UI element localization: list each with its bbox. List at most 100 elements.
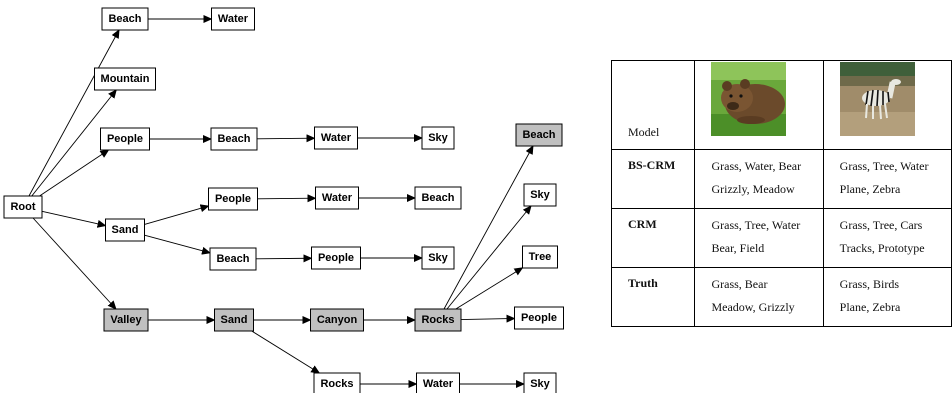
node-box — [103, 308, 149, 332]
node-water4: Water — [416, 372, 460, 393]
node-rocks1: Rocks — [414, 308, 462, 332]
annotation-line: Plane, Zebra — [839, 182, 901, 196]
node-box — [209, 247, 257, 271]
annotation-line: Grass, Birds — [839, 277, 900, 291]
bear-image — [711, 62, 787, 136]
model-name: BS-CRM — [610, 149, 696, 209]
model-name: Truth — [610, 267, 696, 327]
edges — [28, 15, 534, 388]
node-label: Beach — [421, 192, 454, 204]
node-box — [94, 67, 156, 91]
node-label: Sky — [530, 378, 550, 390]
node-label: People — [318, 252, 354, 264]
node-sky4: Sky — [523, 372, 557, 393]
table-header-row: Model — [610, 60, 952, 150]
node-box — [101, 7, 149, 31]
annotation-line: Grass, Bear — [711, 277, 768, 291]
node-label: People — [215, 193, 251, 205]
node-rocks2: Rocks — [313, 372, 361, 393]
node-label: Tree — [529, 251, 552, 263]
node-label: Water — [423, 378, 454, 390]
node-label: Beach — [522, 129, 555, 141]
node-box — [421, 246, 455, 270]
node-label: Sand — [112, 224, 139, 236]
node-label: People — [107, 133, 143, 145]
edge-rocks1-sky3 — [446, 205, 532, 310]
node-box — [208, 187, 258, 211]
node-box — [514, 306, 564, 330]
node-label: Sand — [221, 314, 248, 326]
node-label: Sky — [428, 132, 448, 144]
node-label: Beach — [217, 133, 250, 145]
edge-root-mountain — [31, 89, 117, 197]
node-beach4: Beach — [209, 247, 257, 271]
node-box — [105, 218, 145, 242]
node-box — [523, 372, 557, 393]
node-people3: People — [311, 246, 361, 270]
node-label: People — [521, 312, 557, 324]
edge-people2-water3 — [257, 194, 317, 203]
annotation-line: Meadow, Grizzly — [711, 300, 795, 314]
node-label: Valley — [110, 314, 142, 326]
node-label: Rocks — [421, 314, 454, 326]
annotation-line: Tracks, Prototype — [839, 241, 925, 255]
edge-rocks1-tree — [455, 267, 524, 310]
edge-sand1-beach4 — [144, 234, 211, 255]
node-box — [100, 127, 150, 151]
annotation-line: Grass, Tree, Cars — [839, 218, 923, 232]
node-canyon: Canyon — [310, 308, 364, 332]
node-box — [214, 308, 254, 332]
node-box — [311, 246, 361, 270]
node-label: Root — [10, 201, 35, 213]
node-sand1: Sand — [105, 218, 145, 242]
edge-root-beach1 — [28, 29, 120, 197]
node-water2: Water — [314, 126, 358, 150]
node-box — [414, 186, 462, 210]
node-box — [515, 123, 563, 147]
edge-beach4-people3 — [255, 254, 313, 263]
node-tree: Tree — [522, 245, 558, 269]
node-beach5: Beach — [515, 123, 563, 147]
node-label: Beach — [216, 253, 249, 265]
node-water3: Water — [315, 186, 359, 210]
node-box — [315, 186, 359, 210]
node-label: Sky — [530, 189, 550, 201]
node-sky3: Sky — [523, 183, 557, 207]
node-label: Rocks — [320, 378, 353, 390]
node-box — [313, 372, 361, 393]
image-cell-bear — [694, 60, 824, 150]
zebra-image — [839, 62, 915, 136]
node-box — [416, 372, 460, 393]
annotation-line: Grass, Tree, Water — [711, 218, 801, 232]
node-people4: People — [514, 306, 564, 330]
edge-root-people1 — [39, 149, 110, 197]
annotation-line: Grass, Water, Bear — [711, 159, 802, 173]
node-label: Sky — [428, 252, 448, 264]
node-box — [310, 308, 364, 332]
node-people2: People — [208, 187, 258, 211]
node-label: Water — [322, 192, 353, 204]
node-box — [523, 183, 557, 207]
node-box — [421, 126, 455, 150]
node-sand2: Sand — [214, 308, 254, 332]
annotation-line: Bear, Field — [711, 241, 765, 255]
model-header-cell: Model — [610, 60, 696, 150]
edge-root-sand1 — [41, 210, 107, 228]
node-box — [522, 245, 558, 269]
node-sky2: Sky — [421, 246, 455, 270]
node-box — [211, 7, 255, 31]
node-label: Beach — [108, 13, 141, 25]
node-valley: Valley — [103, 308, 149, 332]
edge-sand1-people2 — [144, 204, 210, 225]
edge-sand2-rocks2 — [251, 330, 321, 374]
node-label: Water — [321, 132, 352, 144]
node-box — [210, 127, 258, 151]
node-label: Water — [218, 13, 249, 25]
